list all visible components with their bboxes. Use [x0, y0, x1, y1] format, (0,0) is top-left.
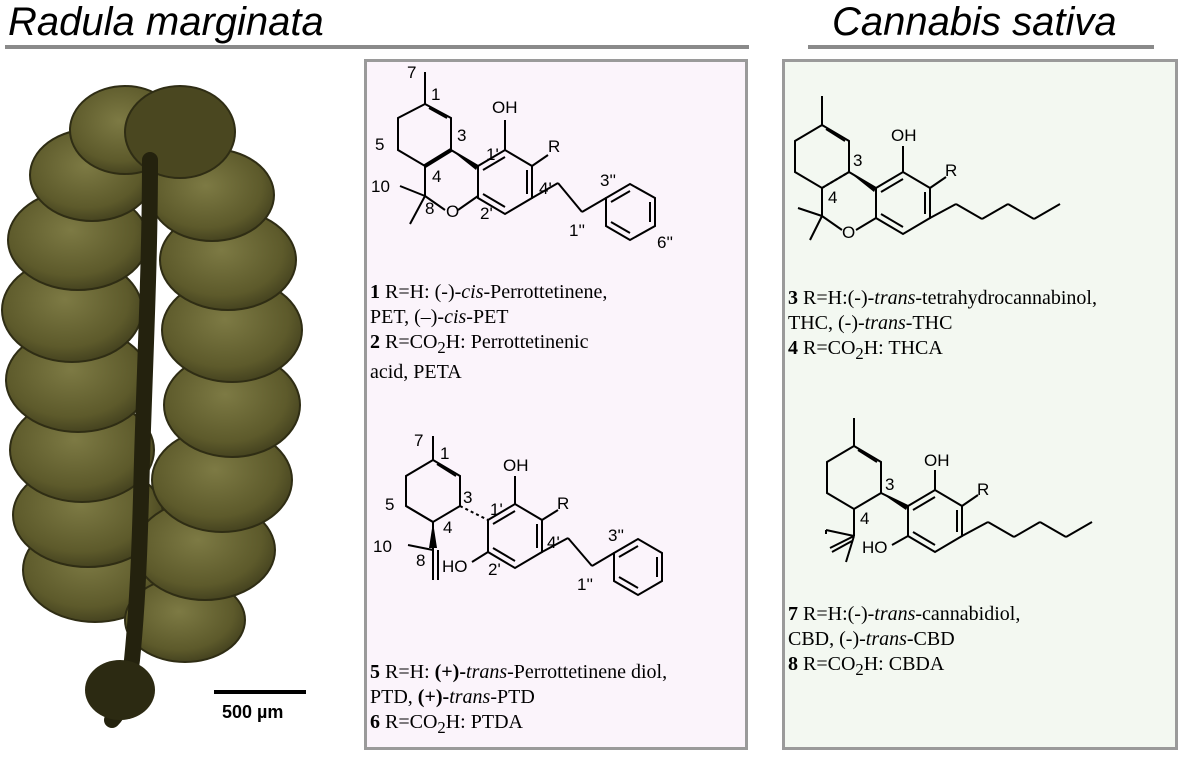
- caption-cbd: 7 R=H:(-)-trans-cannabidiol, CBD, (-)-tr…: [788, 602, 1020, 682]
- panel-radula-compounds: [364, 59, 748, 750]
- caption-thc-line2: THC, (-)-trans-THC: [788, 312, 953, 334]
- caption-ptd-line1: 5 R=H: (+)-trans-Perrottetinene diol,: [370, 661, 668, 683]
- caption-cbd-line2: CBD, (-)-trans-CBD: [788, 628, 955, 650]
- caption-thc-line1: 3 R=H:(-)-trans-tetrahydrocannabinol,: [788, 287, 1097, 309]
- scale-bar: [214, 690, 306, 694]
- scale-bar-label: 500 µm: [222, 702, 284, 722]
- title-radula-marginata: Radula marginata: [8, 0, 324, 44]
- caption-pet-line1: 1 R=H: (-)-cis-Perrottetinene,: [370, 281, 608, 303]
- caption-cbd-line3: 8 R=CO2H: CBDA: [788, 653, 945, 679]
- caption-ptd: 5 R=H: (+)-trans-Perrottetinene diol, PT…: [370, 660, 667, 740]
- caption-pet-line2: PET, (–)-cis-PET: [370, 306, 509, 328]
- caption-ptd-line2: PTD, (+)-trans-PTD: [370, 686, 535, 708]
- caption-pet-line3: 2 R=CO2H: Perrottetinenic: [370, 331, 589, 357]
- title-cannabis-sativa: Cannabis sativa: [832, 0, 1117, 44]
- title-rule-left: [5, 45, 749, 49]
- caption-pet-line4: acid, PETA: [370, 361, 462, 383]
- title-rule-right: [808, 45, 1154, 49]
- caption-pet: 1 R=H: (-)-cis-Perrottetinene, PET, (–)-…: [370, 280, 607, 385]
- caption-thc-line3: 4 R=CO2H: THCA: [788, 337, 943, 363]
- caption-thc: 3 R=H:(-)-trans-tetrahydrocannabinol, TH…: [788, 286, 1097, 366]
- caption-cbd-line1: 7 R=H:(-)-trans-cannabidiol,: [788, 603, 1021, 625]
- caption-ptd-line3: 6 R=CO2H: PTDA: [370, 711, 523, 737]
- radula-plant-image: [1, 85, 303, 728]
